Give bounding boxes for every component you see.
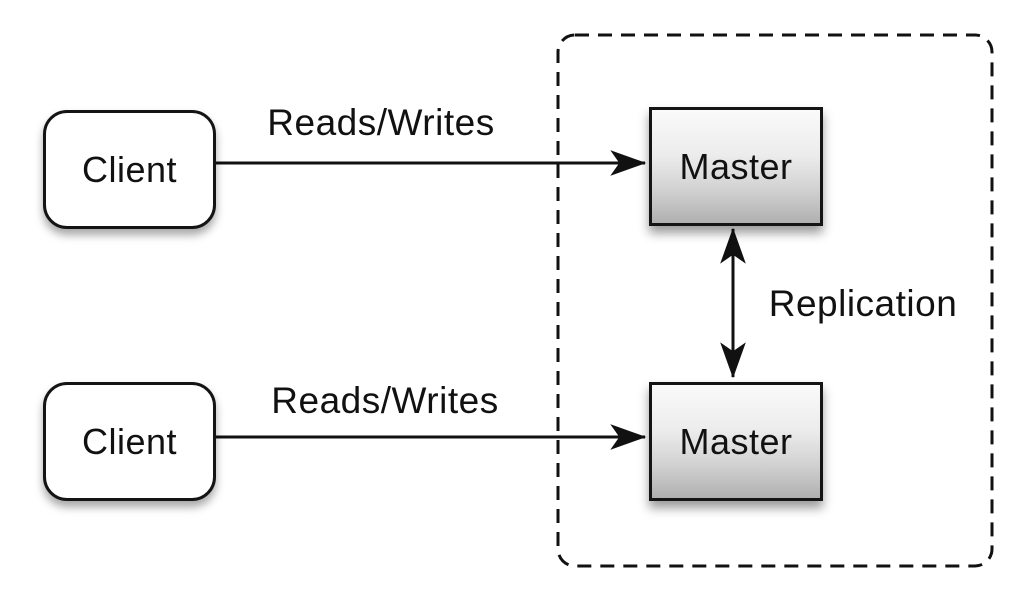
node-client-2-label: Client bbox=[81, 420, 178, 462]
node-client-1: Client bbox=[43, 110, 216, 229]
node-master-2-label: Master bbox=[679, 420, 793, 462]
node-master-1: Master bbox=[649, 107, 823, 226]
edge-label-replication: Replication bbox=[768, 283, 958, 324]
edge-label-reads-writes-top: Reads/Writes bbox=[267, 102, 495, 143]
node-master-2: Master bbox=[649, 382, 823, 501]
node-client-1-label: Client bbox=[81, 148, 178, 190]
edge-label-reads-writes-bottom: Reads/Writes bbox=[271, 380, 499, 421]
replication-group-border bbox=[556, 33, 994, 568]
node-master-1-label: Master bbox=[679, 145, 793, 187]
node-client-2: Client bbox=[43, 382, 216, 501]
